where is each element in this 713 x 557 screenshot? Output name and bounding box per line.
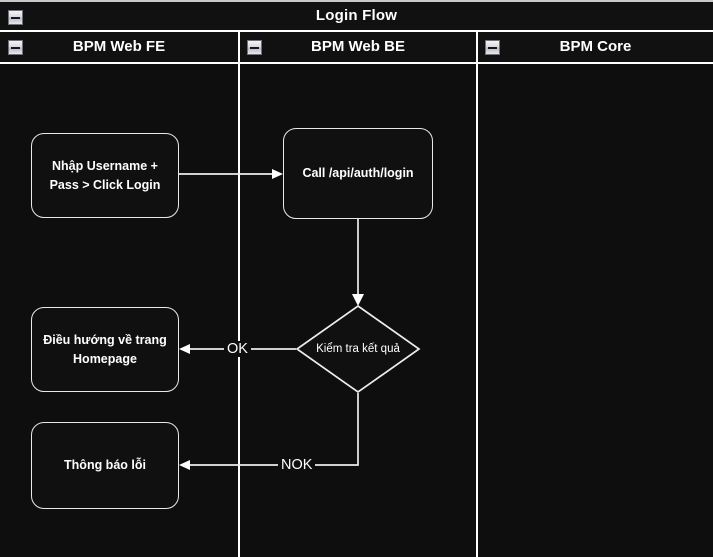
lane-header-bpm-web-fe: BPM Web FE xyxy=(0,32,238,64)
lane-label-bpm-web-fe: BPM Web FE xyxy=(72,38,166,55)
lane-collapse-minus-icon-be[interactable] xyxy=(247,40,262,55)
lane-divider-fe-be xyxy=(238,32,240,557)
edge-label-nok: NOK xyxy=(278,457,316,473)
task-node-call-api-auth-login[interactable]: Call /api/auth/login xyxy=(283,128,433,219)
lane-label-bpm-web-be: BPM Web BE xyxy=(311,38,405,55)
lane-body-bpm-core xyxy=(478,64,713,557)
task-node-thong-bao-loi[interactable]: Thông báo lỗi xyxy=(31,422,179,509)
lane-divider-be-core xyxy=(476,32,478,557)
pool-title-bar: Login Flow xyxy=(0,2,713,32)
lane-collapse-minus-icon-core[interactable] xyxy=(485,40,500,55)
gateway-node-kiem-tra-ket-qua[interactable]: Kiểm tra kết quả xyxy=(295,304,421,394)
gateway-diamond-shape xyxy=(295,304,421,394)
task-node-dieu-huong-homepage[interactable]: Điều hướng về trang Homepage xyxy=(31,307,179,392)
lane-header-bpm-web-be: BPM Web BE xyxy=(240,32,476,64)
lane-label-bpm-core: BPM Core xyxy=(559,38,632,55)
lane-collapse-minus-icon-fe[interactable] xyxy=(8,40,23,55)
pool-collapse-minus-icon[interactable] xyxy=(8,10,23,25)
pool-title: Login Flow xyxy=(315,7,398,24)
lane-header-bpm-core: BPM Core xyxy=(478,32,713,64)
task-node-nhap-username[interactable]: Nhập Username + Pass > Click Login xyxy=(31,133,179,218)
edge-label-ok: OK xyxy=(224,341,251,357)
